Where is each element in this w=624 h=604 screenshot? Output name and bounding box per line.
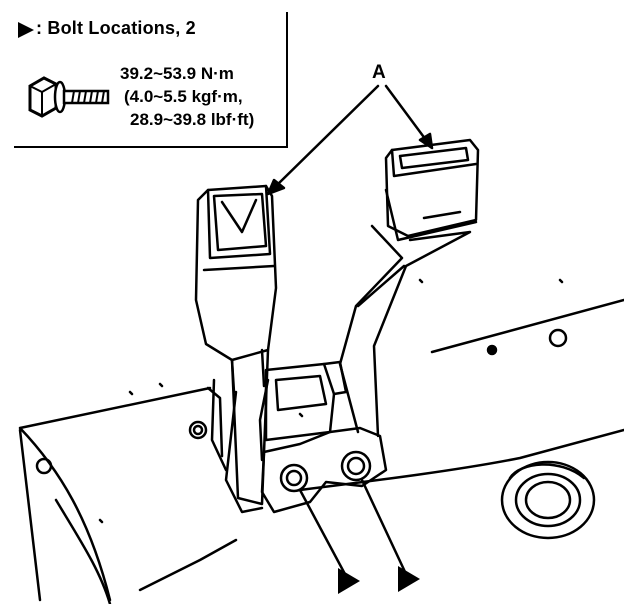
leader-line-left	[274, 84, 380, 188]
floor-panel	[18, 298, 624, 602]
floor-hole-1	[35, 457, 53, 475]
left-buckle-body	[194, 184, 278, 362]
legend-title: : Bolt Locations, 2	[36, 18, 196, 38]
bolt-leader-1	[298, 488, 348, 578]
bolt-1	[279, 463, 309, 493]
floor-hole-2	[188, 420, 208, 440]
leader-arrowhead-left	[266, 178, 286, 196]
anchor-bracket	[264, 362, 336, 442]
bolt-icon	[28, 76, 110, 118]
right-buckle-body	[384, 138, 480, 238]
bolt-location-arrow-1	[338, 568, 360, 594]
torque-spec: 39.2~53.9 N·m (4.0~5.5 kgf·m, 28.9~39.8 …	[120, 62, 254, 131]
bolt-location-arrow-2	[398, 566, 420, 592]
floor-hole-3	[548, 328, 568, 348]
callout-a-label: A	[372, 62, 386, 83]
legend-box	[14, 12, 288, 148]
torque-line-lbf: 28.9~39.8 lbf·ft)	[130, 110, 255, 129]
torque-line-nm: 39.2~53.9 N·m	[120, 64, 234, 83]
floor-grommet	[500, 460, 596, 540]
bolt-2	[340, 450, 372, 482]
floor-hole-4	[486, 344, 498, 356]
right-buckle-strap	[338, 224, 404, 434]
leader-line-right	[384, 84, 428, 142]
bolt-leader-2	[360, 478, 408, 576]
bolt-location-arrow-icon	[18, 22, 34, 38]
torque-line-kgf: (4.0~5.5 kgf·m,	[124, 87, 243, 106]
